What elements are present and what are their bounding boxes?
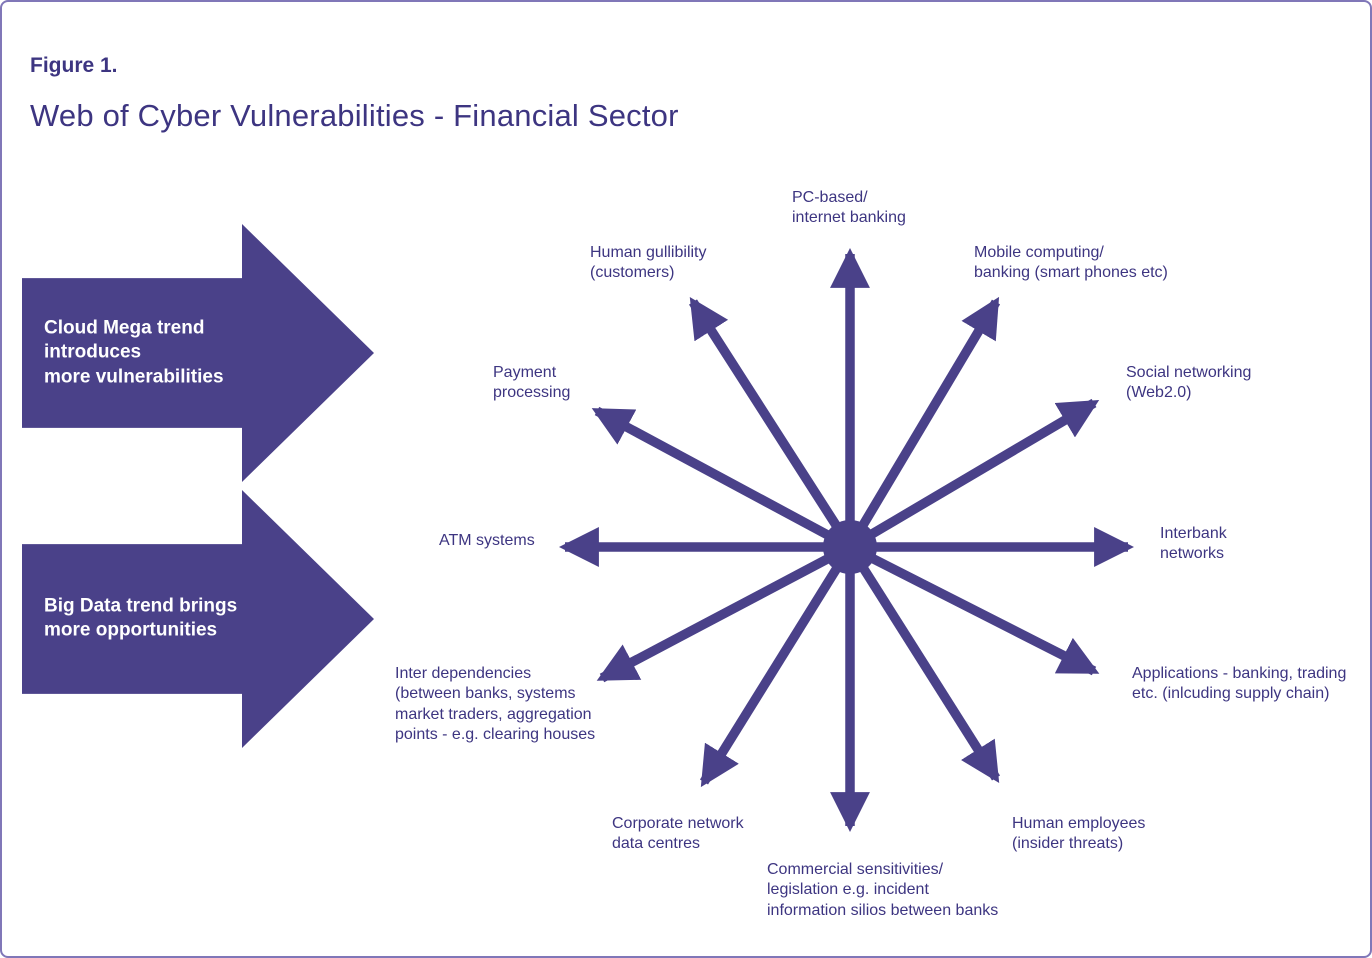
- spoke-arrow-payment-processing: [591, 406, 853, 552]
- spoke-arrow-corporate-network: [699, 544, 855, 788]
- figure-number: Figure 1.: [30, 54, 118, 77]
- spoke-arrow-mobile-computing: [845, 296, 1001, 550]
- label-corporate-network: Corporate network data centres: [612, 815, 744, 853]
- big-data-trend-text: Big Data trend brings more opportunities: [44, 595, 238, 641]
- label-social-networking: Social networking (Web2.0): [1126, 364, 1252, 402]
- label-pc-internet-banking: PC-based/ internet banking: [792, 189, 906, 227]
- label-commercial-sensitivities: Commercial sensitivities/ legislation e.…: [767, 861, 999, 919]
- label-interbank-networks: Interbank networks: [1160, 525, 1227, 563]
- label-inter-dependencies: Inter dependencies (between banks, syste…: [395, 665, 596, 744]
- label-applications: Applications - banking, trading etc. (in…: [1132, 665, 1347, 703]
- label-atm-systems: ATM systems: [439, 532, 535, 549]
- label-payment-processing: Payment processing: [493, 364, 571, 402]
- cloud-trend-arrow: Cloud Mega trend introduces more vulnera…: [22, 224, 374, 482]
- cloud-trend-text: Cloud Mega trend introduces more vulnera…: [44, 317, 224, 388]
- big-data-trend-arrow: Big Data trend brings more opportunities: [22, 490, 374, 748]
- hub-node: [823, 520, 877, 574]
- label-human-gullibility: Human gullibility (customers): [590, 244, 707, 282]
- label-human-employees: Human employees (insider threats): [1012, 815, 1146, 853]
- figure-title: Web of Cyber Vulnerabilities - Financial…: [30, 98, 679, 133]
- spoke-arrow-human-gullibility: [689, 296, 854, 550]
- spoke-arrow-inter-dependencies: [596, 542, 853, 683]
- label-mobile-computing: Mobile computing/ banking (smart phones …: [974, 244, 1168, 282]
- spoke-arrow-applications: [847, 542, 1100, 676]
- spoke-arrow-human-employees: [845, 544, 1001, 784]
- spoke-arrow-social-networking: [847, 398, 1100, 552]
